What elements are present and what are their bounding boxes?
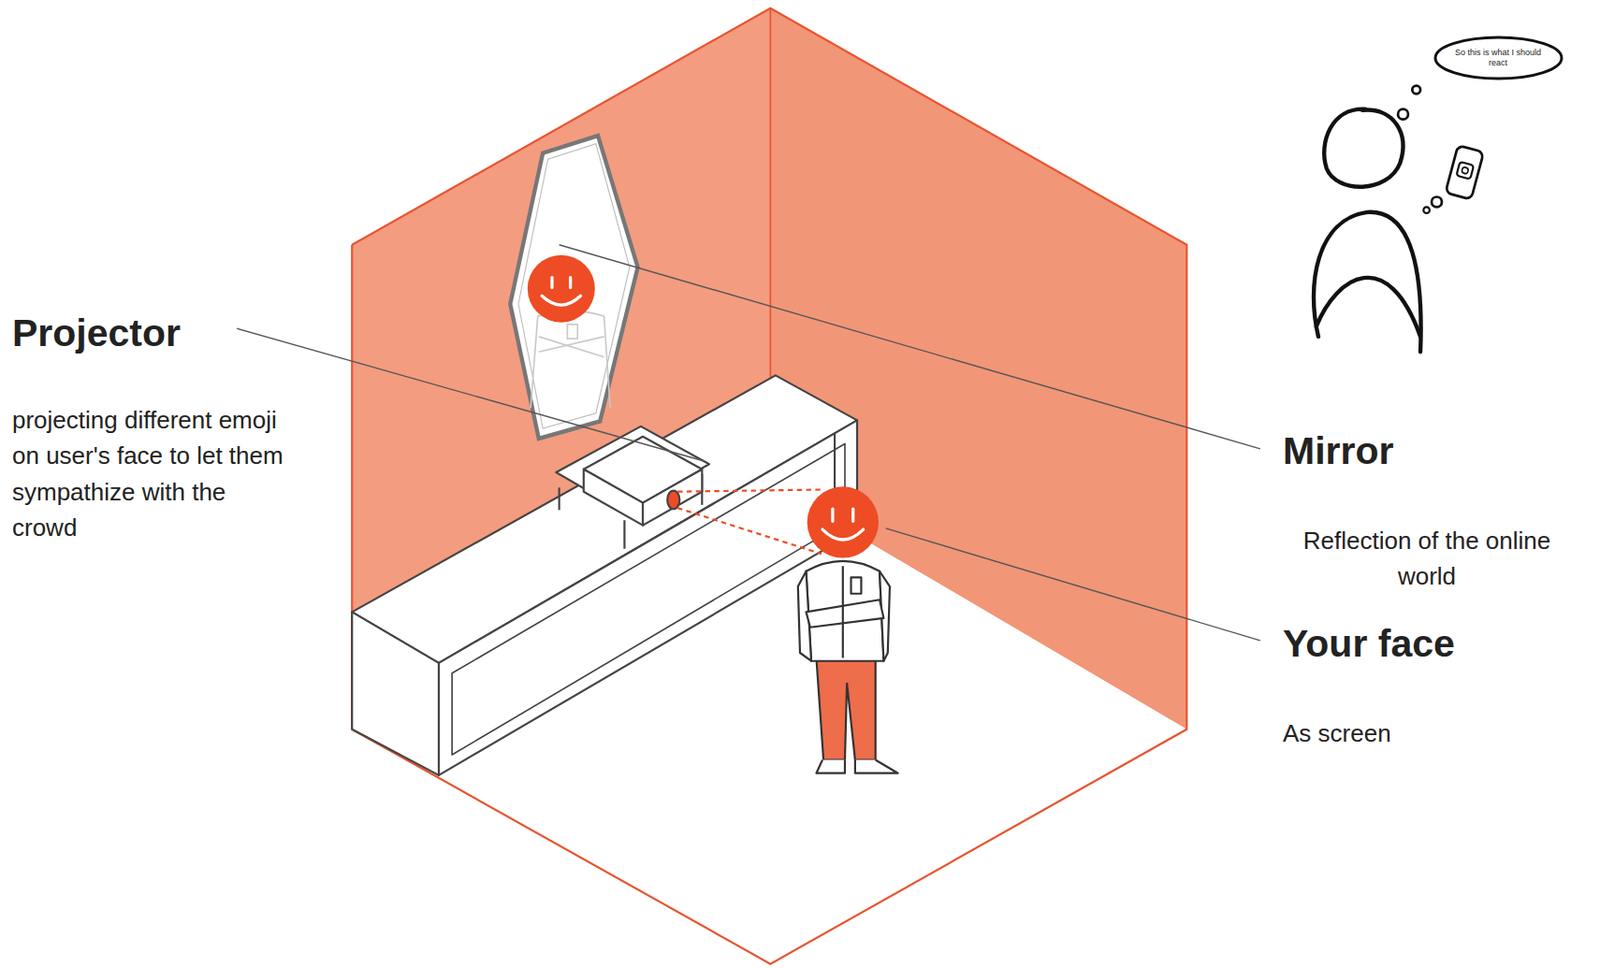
reflected-emoji (527, 255, 596, 323)
reflected-emoji-face (541, 277, 581, 306)
room-outline (351, 8, 1187, 965)
face-emoji-face (822, 509, 864, 540)
part-name: Projector (12, 310, 256, 357)
part-description: projecting different emoji on user's fac… (12, 402, 293, 547)
desk (351, 375, 858, 776)
part-description: As screen (1282, 718, 1564, 751)
mirror-inner (518, 144, 630, 429)
projection-rays (677, 489, 822, 554)
face-emoji (807, 486, 879, 558)
reflection (530, 311, 611, 409)
part-name: Mirror (1282, 428, 1564, 475)
thought-text: So this is what I should react (1453, 47, 1543, 70)
person (798, 561, 899, 774)
part-description: Reflection of the online world (1272, 523, 1582, 595)
mirror (509, 135, 638, 439)
projector (555, 426, 710, 550)
thought-bubble: So this is what I should react (1433, 35, 1564, 81)
part-name: Your face (1282, 621, 1583, 668)
leader-lines (236, 245, 1261, 641)
thinking-figure (1313, 86, 1484, 353)
